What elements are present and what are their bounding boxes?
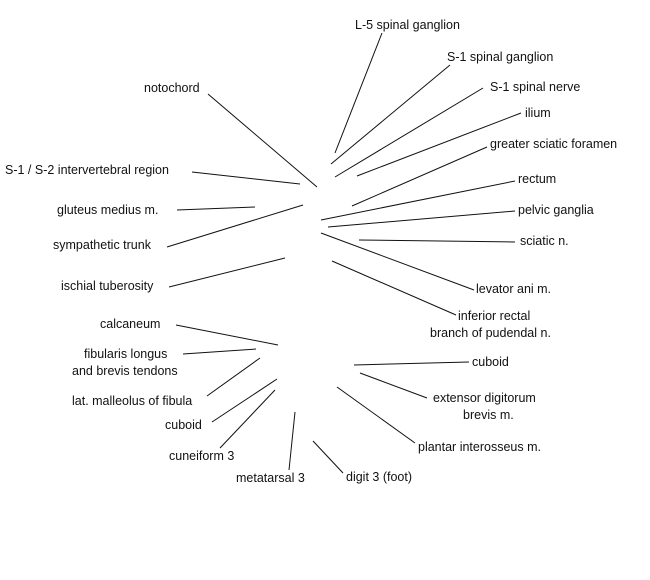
label-l5-spinal-ganglion: L-5 spinal ganglion	[355, 18, 460, 32]
label-digit-3: digit 3 (foot)	[346, 470, 412, 484]
leader-line-s1-spinal-ganglion	[330, 64, 451, 165]
label-lat-malleolus: lat. malleolus of fibula	[72, 394, 192, 408]
leader-line-greater-sciatic-foramen	[351, 146, 488, 207]
leader-line-ilium	[356, 112, 522, 177]
label-levator-ani: levator ani m.	[476, 282, 551, 296]
label-cuneiform-3: cuneiform 3	[169, 449, 234, 463]
leader-line-inferior-rectal	[331, 260, 457, 316]
label-ilium: ilium	[525, 106, 551, 120]
label-sciatic-n: sciatic n.	[520, 234, 569, 248]
leader-line-cuneiform-3	[219, 389, 276, 449]
leader-line-cuboid-left	[211, 378, 278, 423]
leader-line-extensor-digitorum	[359, 372, 428, 399]
label-extensor-line1: extensor digitorum	[433, 391, 536, 405]
label-metatarsal-3: metatarsal 3	[236, 471, 305, 485]
leader-line-sciatic-n	[358, 239, 516, 243]
leader-line-fibularis	[182, 348, 257, 355]
label-inferior-rectal-line1: inferior rectal	[458, 309, 530, 323]
label-s1-spinal-ganglion: S-1 spinal ganglion	[447, 50, 553, 64]
leader-line-s1-s2-region	[191, 171, 301, 185]
leader-line-ischial-tuberosity	[168, 257, 286, 288]
label-pelvic-ganglia: pelvic ganglia	[518, 203, 594, 217]
label-fibularis-line2: and brevis tendons	[72, 364, 178, 378]
leader-line-gluteus-medius	[176, 206, 256, 211]
leader-line-levator-ani	[320, 232, 475, 291]
label-rectum: rectum	[518, 172, 556, 186]
label-cuboid-right: cuboid	[472, 355, 509, 369]
label-greater-sciatic-foramen: greater sciatic foramen	[490, 137, 617, 151]
leader-line-metatarsal-3	[288, 411, 296, 471]
label-fibularis-line1: fibularis longus	[84, 347, 167, 361]
leader-line-plantar-interosseus	[336, 386, 416, 444]
label-sympathetic-trunk: sympathetic trunk	[53, 238, 152, 252]
leader-line-digit-3	[312, 440, 344, 474]
leader-line-cuboid-right	[353, 361, 470, 366]
label-gluteus-medius: gluteus medius m.	[57, 203, 158, 217]
label-s1-s2-region: S-1 / S-2 intervertebral region	[5, 163, 169, 177]
leader-line-sympathetic-trunk	[166, 204, 304, 248]
label-plantar-interosseus: plantar interosseus m.	[418, 440, 541, 454]
leader-line-rectum	[320, 180, 516, 221]
leader-line-notochord	[207, 93, 318, 188]
label-extensor-line2: brevis m.	[463, 408, 514, 422]
leader-line-pelvic-ganglia	[327, 210, 516, 228]
leader-line-lat-malleolus	[206, 357, 261, 397]
label-calcaneum: calcaneum	[100, 317, 160, 331]
leader-line-l5-spinal-ganglion	[334, 32, 383, 154]
label-ischial-tuberosity: ischial tuberosity	[61, 279, 154, 293]
leader-line-s1-spinal-nerve	[334, 87, 484, 178]
label-s1-spinal-nerve: S-1 spinal nerve	[490, 80, 580, 94]
label-cuboid-left: cuboid	[165, 418, 202, 432]
label-notochord: notochord	[144, 81, 200, 95]
leader-line-calcaneum	[175, 324, 279, 346]
label-inferior-rectal-line2: branch of pudendal n.	[430, 326, 551, 340]
